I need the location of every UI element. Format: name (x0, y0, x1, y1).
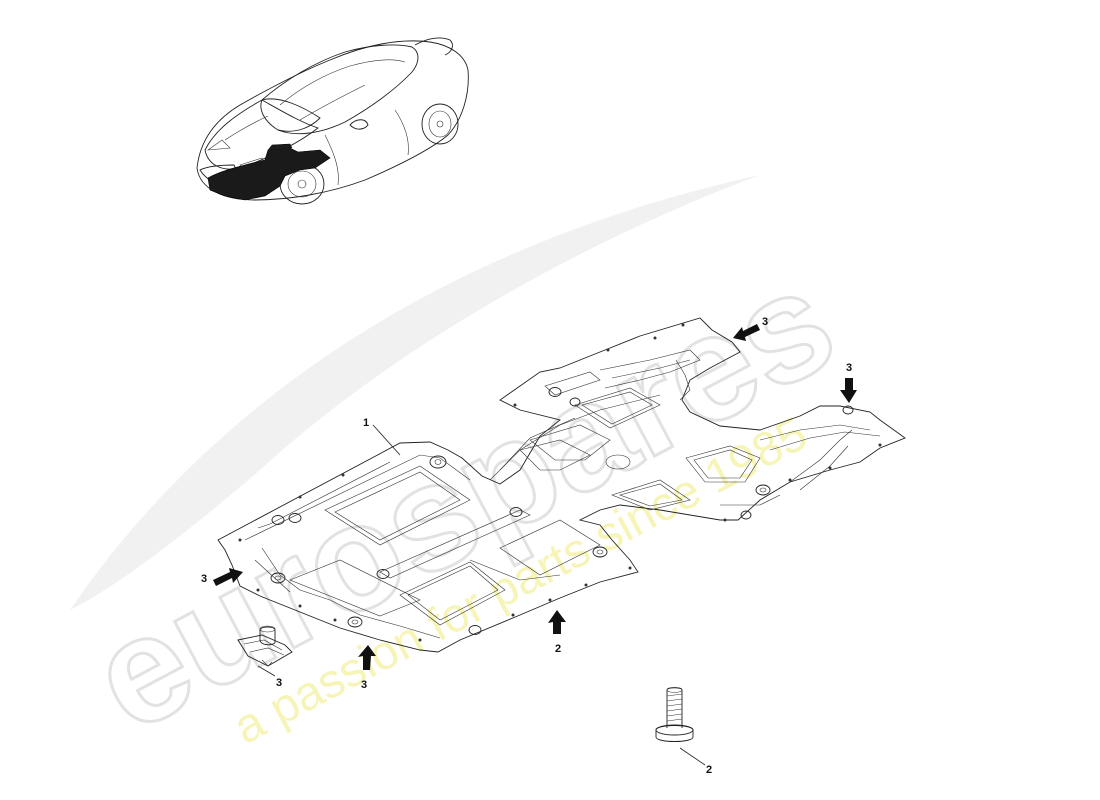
mounting-bosses (270, 387, 854, 635)
arrows (213, 324, 857, 670)
callout-3-left: 3 (201, 573, 207, 585)
watermark: eurospares a passion for parts since 198… (65, 175, 861, 765)
highlighted-undertray (207, 147, 331, 201)
callout-labels: 1 2 2 3 3 3 3 3 (201, 316, 852, 776)
arrow-3d (840, 378, 857, 403)
callout-3-right: 3 (846, 362, 852, 374)
screw-fastener (655, 687, 694, 742)
arrow-2a (548, 610, 566, 634)
callout-1: 1 (363, 417, 369, 429)
arrow-3c (733, 324, 760, 341)
callout-2-screw: 2 (706, 764, 712, 776)
watermark-swoosh (70, 175, 760, 610)
perimeter-holes (238, 323, 882, 642)
callout-2-main: 2 (555, 643, 561, 655)
callout-3-bottom: 3 (361, 679, 367, 691)
callout-3-clip: 3 (276, 677, 282, 689)
arrow-3b (358, 645, 376, 670)
callout-3-top-right: 3 (762, 316, 768, 328)
arrow-3a (213, 568, 243, 586)
leader-lines (257, 424, 706, 766)
undertray-panel (217, 317, 906, 653)
car-thumbnail (196, 37, 469, 205)
speed-clip (237, 625, 293, 667)
